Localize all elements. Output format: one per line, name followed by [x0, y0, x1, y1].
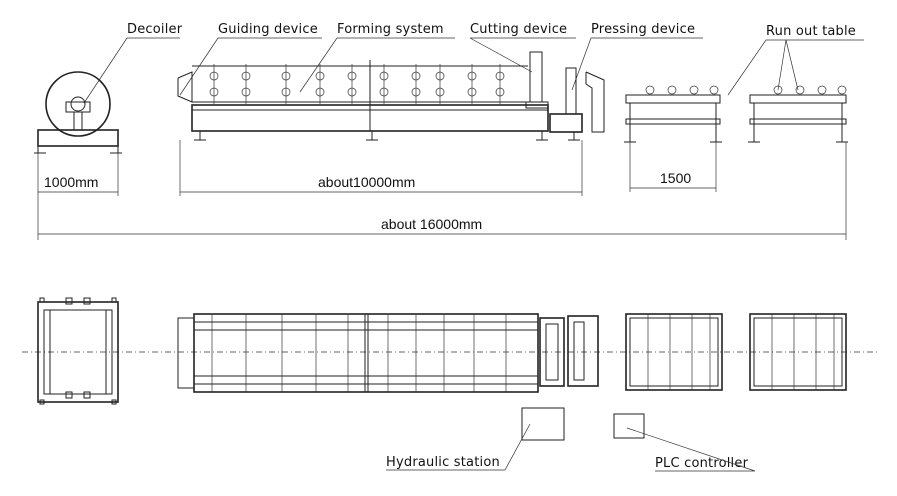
label-run-out-table: Run out table — [766, 24, 856, 39]
leader-lines — [83, 37, 864, 472]
callout-labels: Decoiler Guiding device Forming system C… — [127, 22, 856, 471]
forming-machine-side — [177, 51, 605, 141]
dim-table-width: 1500 — [660, 170, 691, 186]
dim-decoiler-width: 1000mm — [44, 174, 98, 190]
hydraulic-station-box — [521, 407, 565, 441]
label-plc-controller: PLC controller — [655, 456, 749, 471]
plc-controller-box — [613, 413, 645, 439]
label-cutting-device: Cutting device — [470, 22, 567, 37]
dimension-lines — [37, 140, 847, 240]
label-pressing-device: Pressing device — [591, 22, 695, 37]
label-decoiler: Decoiler — [127, 22, 183, 37]
label-guiding-device: Guiding device — [218, 22, 318, 37]
forming-machine-top — [177, 313, 599, 393]
run-out-tables-side — [624, 85, 848, 143]
dim-machine-length: about10000mm — [318, 174, 415, 190]
decoiler-top — [37, 297, 119, 405]
run-out-tables-top — [625, 313, 847, 391]
label-forming-system: Forming system — [337, 22, 444, 37]
dim-total-length: about 16000mm — [381, 216, 482, 232]
decoiler-side — [34, 71, 122, 154]
label-hydraulic-station: Hydraulic station — [386, 455, 500, 470]
